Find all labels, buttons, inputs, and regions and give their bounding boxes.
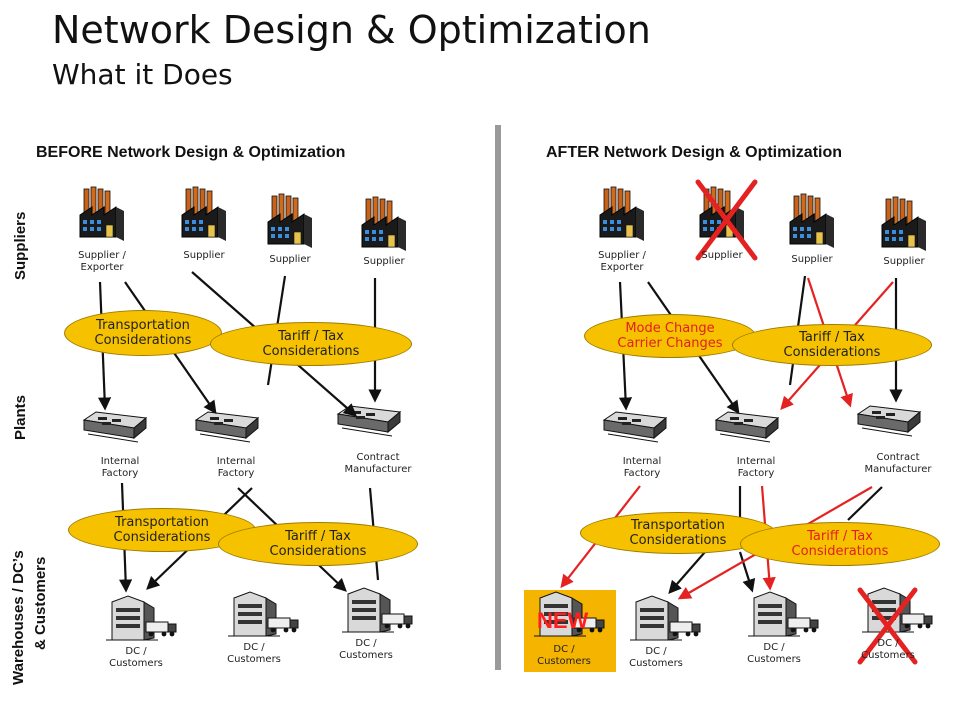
- node-label: Supplier: [183, 250, 225, 261]
- node-label: Supplier /Exporter: [78, 250, 126, 273]
- node-label: DC /Customers: [747, 642, 801, 665]
- node-label: DC /Customers: [629, 646, 683, 669]
- new-badge: NEW: [537, 608, 589, 633]
- flow-arrow: [668, 551, 706, 594]
- flow-line: [847, 486, 883, 521]
- node-label: DC /Customers: [537, 644, 591, 667]
- row-label-suppliers: Suppliers: [12, 211, 29, 280]
- row-label-customers: & Customers: [32, 556, 49, 650]
- node-label: Supplier: [883, 256, 925, 267]
- node-label: Supplier: [791, 254, 833, 265]
- removed-mark-icon: [857, 587, 918, 665]
- node-label: Supplier /Exporter: [598, 250, 646, 273]
- node-label: Supplier: [363, 256, 405, 267]
- node-label: Supplier: [701, 250, 743, 261]
- after-heading: AFTER Network Design & Optimization: [546, 144, 843, 161]
- before-heading: BEFORE Network Design & Optimization: [36, 144, 346, 161]
- section-divider: [495, 125, 501, 670]
- node-label: DC /Customers: [109, 646, 163, 669]
- removed-mark-icon: [695, 179, 758, 261]
- flow-arrow: [738, 551, 756, 593]
- page-subtitle: What it Does: [52, 58, 233, 91]
- node-label: DC /Customers: [339, 638, 393, 661]
- node-label: DC /Customers: [861, 638, 915, 661]
- row-label-plants: Plants: [12, 394, 29, 440]
- node-label: Supplier: [269, 254, 311, 265]
- page-title: Network Design & Optimization: [52, 8, 651, 52]
- row-label-warehouses: Warehouses / DC’s: [10, 550, 27, 685]
- node-label: DC /Customers: [227, 642, 281, 665]
